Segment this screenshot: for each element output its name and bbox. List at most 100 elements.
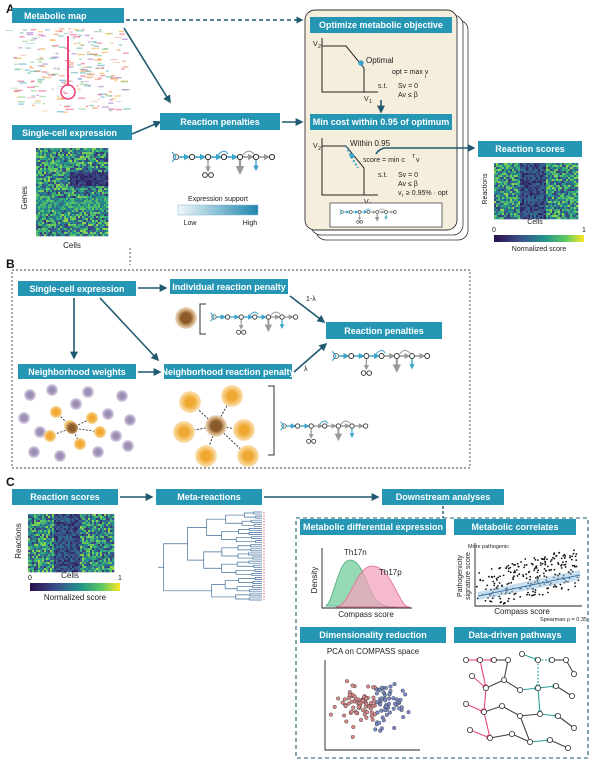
heatmap-cell	[546, 185, 549, 188]
heatmap-cell	[46, 196, 49, 199]
heatmap-cell	[74, 566, 77, 569]
heatmap-cell	[56, 208, 59, 211]
cells-axis-label: Cells	[63, 241, 81, 250]
heatmap-cell	[534, 181, 537, 184]
purple-cell	[92, 446, 104, 458]
heatmap-cell	[548, 183, 551, 186]
heatmap-cell	[66, 232, 69, 235]
correlate-point	[575, 553, 578, 555]
heatmap-cell	[42, 214, 45, 217]
heatmap-cell	[54, 516, 57, 519]
heatmap-cell	[94, 524, 97, 527]
heatmap-cell	[568, 163, 571, 166]
map-mark	[24, 69, 30, 71]
heatmap-cell	[88, 222, 91, 225]
heatmap-cell	[46, 554, 49, 557]
heatmap-cell	[94, 516, 97, 519]
heatmap-cell	[68, 200, 71, 203]
heatmap-cell	[106, 160, 109, 163]
large-orange-cell	[173, 421, 195, 443]
heatmap-cell	[66, 556, 69, 559]
heatmap-cell	[42, 546, 45, 549]
heatmap-cell	[532, 163, 535, 166]
heatmap-cell	[100, 164, 103, 167]
heatmap-cell	[516, 191, 519, 194]
heatmap-cell	[36, 562, 39, 565]
heatmap-cell	[104, 154, 107, 157]
heatmap-cell	[566, 201, 569, 204]
heatmap-cell	[102, 542, 105, 545]
map-mark	[56, 111, 64, 113]
heatmap-cell	[30, 564, 33, 567]
heatmap-cell	[70, 204, 73, 207]
heatmap-cell	[566, 199, 569, 202]
heatmap-cell	[48, 150, 51, 153]
heatmap-cell	[90, 224, 93, 227]
map-mark	[99, 29, 102, 31]
heatmap-cell	[102, 570, 105, 573]
map-mark	[76, 85, 79, 87]
heatmap-cell	[526, 189, 529, 192]
heatmap-cell	[514, 199, 517, 202]
heatmap-cell	[532, 183, 535, 186]
heatmap-cell	[104, 568, 107, 571]
heatmap-cell	[74, 158, 77, 161]
pca-point	[347, 693, 352, 698]
heatmap-cell	[88, 230, 91, 233]
heatmap-cell	[60, 556, 63, 559]
heatmap-cell	[536, 189, 539, 192]
heatmap-cell	[56, 194, 59, 197]
heatmap-cell	[48, 190, 51, 193]
heatmap-cell	[96, 152, 99, 155]
correlates-scatter	[475, 549, 581, 605]
heatmap-cell	[52, 192, 55, 195]
heatmap-cell	[510, 191, 513, 194]
correlate-point	[563, 553, 566, 556]
heatmap-cell	[66, 196, 69, 199]
heatmap-cell	[562, 189, 565, 192]
heatmap-cell	[40, 554, 43, 557]
heatmap-cell	[58, 226, 61, 229]
heatmap-cell	[68, 214, 71, 217]
heatmap-cell	[90, 568, 93, 571]
heatmap-cell	[52, 526, 55, 529]
heatmap-cell	[106, 516, 109, 519]
heatmap-cell	[44, 188, 47, 191]
heatmap-cell	[528, 183, 531, 186]
heatmap-cell	[538, 213, 541, 216]
heatmap-cell	[552, 191, 555, 194]
heatmap-cell	[62, 162, 65, 165]
heatmap-cell	[54, 198, 57, 201]
heatmap-cell	[88, 160, 91, 163]
metabolite-node	[357, 210, 362, 214]
heatmap-cell	[52, 222, 55, 225]
heatmap-cell	[108, 548, 111, 551]
heatmap-cell	[540, 195, 543, 198]
heatmap-cell	[528, 191, 531, 194]
individual-penalty-label: Individual reaction penalty	[172, 282, 286, 292]
heatmap-cell	[72, 532, 75, 535]
heatmap-cell	[58, 172, 61, 175]
pathogenicity-label: Pathogenicity	[457, 554, 464, 597]
heatmap-cell	[528, 213, 531, 216]
correlate-point	[569, 555, 571, 557]
map-mark	[19, 36, 25, 38]
dim-red-header	[300, 627, 446, 643]
pca-point	[397, 706, 402, 711]
map-mark	[87, 66, 93, 68]
heatmap-cell	[494, 213, 497, 216]
map-mark	[105, 33, 111, 35]
heatmap-cell	[518, 177, 521, 180]
heatmap-cell	[532, 179, 535, 182]
heatmap-cell	[538, 179, 541, 182]
heatmap-cell	[36, 548, 39, 551]
correlate-point	[500, 601, 503, 603]
heatmap-cell	[86, 234, 89, 237]
heatmap-cell	[574, 169, 577, 172]
heatmap-cell	[90, 540, 93, 543]
heatmap-cell	[520, 173, 523, 176]
heatmap-cell	[66, 190, 69, 193]
heatmap-cell	[58, 526, 61, 529]
heatmap-cell	[110, 562, 113, 565]
heatmap-cell	[78, 568, 81, 571]
